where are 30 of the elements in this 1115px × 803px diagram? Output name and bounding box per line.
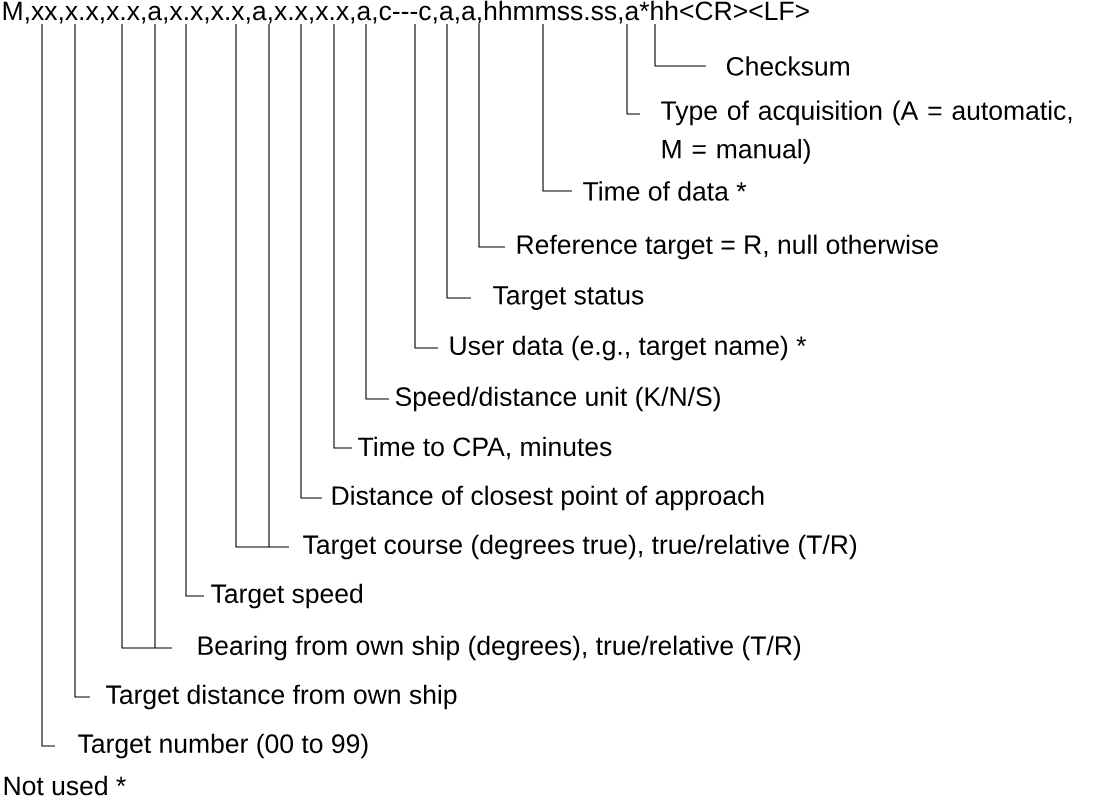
note-text: Not used * (4, 775, 126, 796)
leader-line (300, 23, 323, 499)
field-description: Distance of closest point of approach (332, 485, 764, 511)
leader-line (121, 23, 173, 649)
leader-line (478, 23, 506, 248)
leader-line (41, 23, 56, 747)
field-description: User data (e.g., target name) * (450, 335, 807, 361)
leader-line (414, 23, 439, 349)
field-description: Target status (493, 286, 644, 310)
format-line: M,xx,x.x,x.x,a,x.x,x.x,a,x.x,x.x,a,c---c,a,a,hhmmss.ss,a*hh<CR><LF> (3, 0, 809, 24)
field-description: Type of acquisition (A = automatic, M = manual) (661, 100, 1072, 164)
leader-line (626, 23, 641, 115)
field-description: Reference target = R, null otherwise (517, 234, 938, 260)
field-description: Bearing from own ship (degrees), true/relative (T/R) (198, 635, 801, 661)
leader-line (446, 23, 472, 299)
field-description: Time of data * (583, 181, 747, 201)
leader-line (74, 23, 91, 698)
field-description: Target distance from own ship (106, 684, 457, 710)
field-description: Target speed (211, 583, 362, 609)
field-description: Target number (00 to 99) (78, 733, 368, 759)
leader-line (333, 23, 353, 449)
leader-line (365, 23, 390, 400)
leader-line (235, 23, 290, 548)
field-description: Time to CPA, minutes (358, 436, 612, 460)
field-description: Speed/distance unit (K/N/S) (395, 386, 720, 412)
field-description: Target course (degrees true), true/relative (T/R) (303, 534, 857, 560)
leader-line (542, 23, 573, 192)
leader-line (654, 23, 707, 67)
leader-line (185, 23, 205, 597)
field-description: Checksum (726, 56, 849, 76)
